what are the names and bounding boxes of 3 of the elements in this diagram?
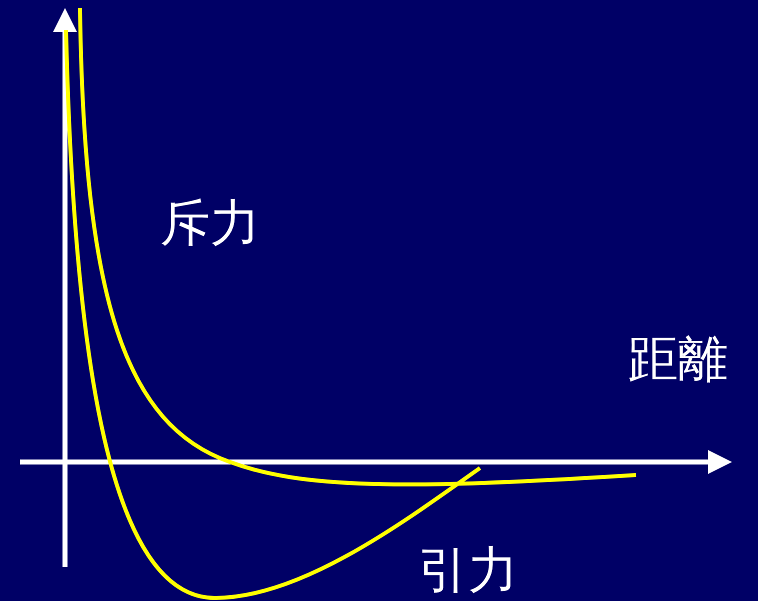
curve-label: 引力 (418, 545, 518, 595)
axis-label: 距離 (628, 334, 728, 384)
curve-label: 斥力 (160, 198, 260, 248)
